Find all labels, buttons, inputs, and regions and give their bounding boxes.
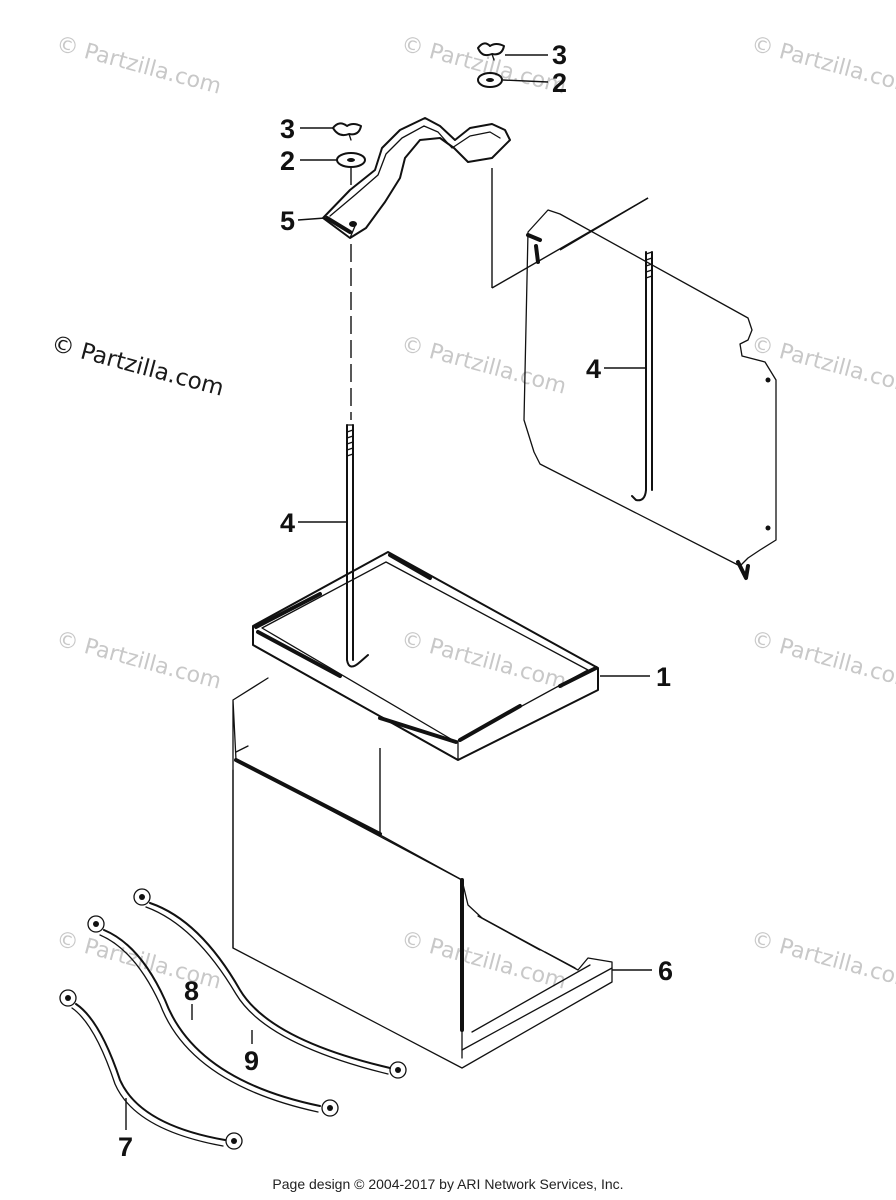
hold-down-rod-left	[346, 424, 369, 668]
washer-right	[477, 72, 503, 88]
callout-9: 9	[244, 1046, 259, 1076]
callout-4-left: 4	[280, 508, 295, 538]
watermark: © Partzilla.com	[398, 332, 568, 400]
washer-left	[336, 152, 366, 168]
battery-tray	[252, 551, 599, 761]
wing-nut-left	[332, 122, 362, 141]
callout-8: 8	[184, 976, 199, 1006]
battery-box	[232, 677, 613, 1069]
alignment-lines	[350, 168, 649, 835]
hold-down-bracket	[322, 117, 511, 239]
battery-cable-9	[133, 888, 407, 1079]
watermark: © Partzilla.com	[398, 927, 568, 995]
watermarks: © Partzilla.com © Partzilla.com © Partzi…	[48, 32, 896, 995]
callout-4-right: 4	[586, 354, 601, 384]
battery-cable-7	[59, 989, 243, 1150]
battery-cable-8	[87, 915, 339, 1117]
callout-3-right: 3	[552, 40, 567, 70]
watermark: © Partzilla.com	[748, 927, 896, 995]
watermark-dark: © Partzilla.com	[48, 331, 226, 402]
watermark: © Partzilla.com	[748, 32, 896, 100]
callout-7: 7	[118, 1132, 133, 1162]
callout-3-left: 3	[280, 114, 295, 144]
hold-down-rod-right	[631, 251, 653, 502]
callout-leaders	[125, 54, 652, 1130]
callout-numbers: 3 2 5 3 2 4 4 1 6 8 9 7	[118, 40, 673, 1162]
callout-6: 6	[658, 956, 673, 986]
watermark: © Partzilla.com	[53, 627, 223, 695]
watermark: © Partzilla.com	[748, 332, 896, 400]
callout-2-right: 2	[552, 68, 567, 98]
watermark: © Partzilla.com	[398, 32, 568, 100]
wing-nut-right	[477, 42, 505, 61]
callout-5: 5	[280, 206, 295, 236]
mounting-plate	[523, 209, 777, 580]
callout-2-left: 2	[280, 146, 295, 176]
watermark: © Partzilla.com	[748, 627, 896, 695]
footer-copyright: Page design © 2004-2017 by ARI Network S…	[272, 1176, 624, 1192]
callout-1: 1	[656, 662, 671, 692]
watermark: © Partzilla.com	[53, 32, 223, 100]
